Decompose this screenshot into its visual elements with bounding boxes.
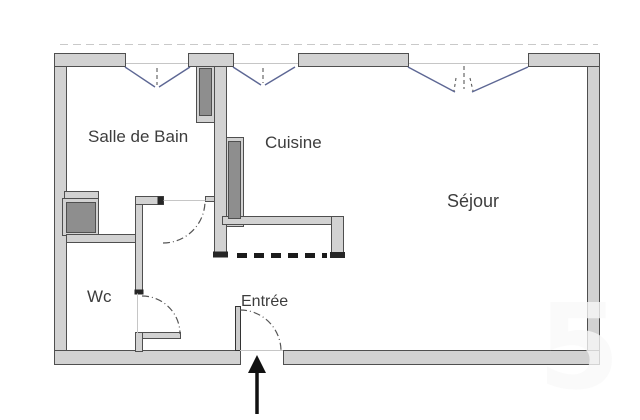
entrance-arrow-icon bbox=[248, 355, 266, 414]
kitchen-duct bbox=[228, 141, 241, 219]
cap-kitchen-wall bbox=[213, 251, 228, 258]
bathroom-window bbox=[124, 66, 191, 88]
wall-end-caps bbox=[134, 196, 345, 295]
wc-door-arc bbox=[141, 295, 181, 335]
bathroom-door-jamb-tick bbox=[205, 196, 215, 202]
cap-kitchen-return bbox=[330, 252, 345, 258]
wall-bathroom-kitchen bbox=[214, 66, 227, 257]
room-label-wc: Wc bbox=[87, 287, 112, 306]
wall-bottom-left-segment bbox=[54, 350, 241, 365]
wall-top-left-segment bbox=[54, 53, 126, 67]
threshold-lines bbox=[137, 200, 283, 351]
exterior-walls bbox=[54, 53, 600, 365]
sejour-window-right-leaf-tick bbox=[469, 77, 474, 92]
room-label-entree: Entrée bbox=[241, 293, 289, 310]
door-arcs bbox=[141, 200, 282, 352]
room-label-cuisine: Cuisine bbox=[265, 133, 322, 152]
wall-bathroom-wc bbox=[66, 234, 140, 243]
room-label-sejour: Séjour bbox=[447, 191, 500, 211]
window-axis-ticks bbox=[156, 66, 474, 92]
cap-wc-wall bbox=[134, 289, 144, 295]
entrance-door-arc bbox=[239, 309, 282, 352]
sejour-double-window bbox=[407, 66, 529, 93]
kitchen-window bbox=[232, 66, 296, 86]
bathroom-duct bbox=[199, 68, 212, 116]
bathroom-door-arc bbox=[162, 200, 206, 244]
sejour-window-left-leaf-tick bbox=[453, 77, 457, 92]
bathroom-shaft bbox=[66, 202, 96, 233]
kitchen-halfwall-return bbox=[331, 216, 344, 258]
ducts bbox=[66, 68, 241, 233]
windows bbox=[124, 66, 529, 93]
wall-right bbox=[587, 53, 600, 365]
entrance-door-leaf bbox=[235, 306, 241, 351]
wall-wc-hall bbox=[135, 196, 143, 294]
wall-top-center-segment bbox=[298, 53, 409, 67]
wc-stub-connector bbox=[135, 332, 143, 352]
wall-top-middle-segment bbox=[188, 53, 234, 67]
room-label-salle-de-bain: Salle de Bain bbox=[88, 127, 189, 146]
wall-top-right-segment bbox=[528, 53, 600, 67]
wall-bottom-right-segment bbox=[283, 350, 600, 365]
cap-bathroom-stub bbox=[157, 196, 164, 205]
entrance-arrow-head bbox=[248, 355, 266, 373]
